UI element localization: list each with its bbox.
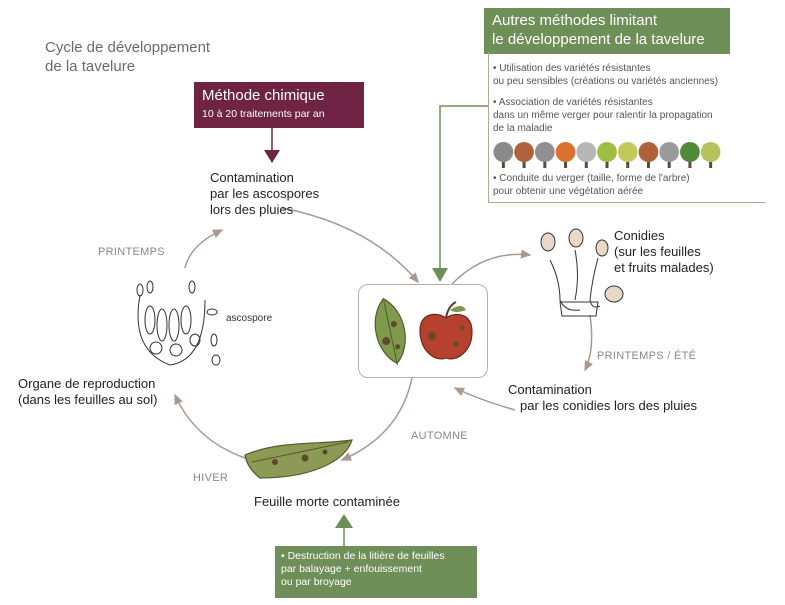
tree-icon [597, 142, 617, 168]
contamination-conidies-label: Contamination par les conidies lors des … [508, 382, 698, 413]
method-bullet-3: • Conduite du verger (taille, forme de l… [493, 173, 690, 197]
season-hiver: HIVER [193, 472, 229, 484]
infected-plant-box [358, 284, 488, 378]
conidies-label: Conidies (sur les feuilles et fruits mal… [614, 228, 714, 275]
tree-icon [555, 142, 576, 168]
arrow-asco-to-center [281, 207, 419, 284]
season-automne: AUTOMNE [411, 430, 468, 442]
tree-icon [617, 142, 638, 168]
season-printemps-ete: PRINTEMPS / ÉTÉ [597, 350, 697, 362]
tree-icon [700, 142, 721, 168]
chemical-method-sub: 10 à 20 traitements par an [202, 108, 325, 120]
other-methods-header: Autres méthodes limitant le développemen… [484, 8, 730, 54]
arrow-center-to-conidies [451, 249, 532, 285]
tree-icon [514, 142, 534, 168]
apple-icon [419, 301, 473, 360]
chemical-method-box: Méthode chimique 10 à 20 traitements par… [194, 82, 364, 128]
tree-icon [576, 142, 597, 168]
tree-icon [680, 142, 700, 168]
dead-leaf-label: Feuille morte contaminée [254, 494, 400, 509]
perithecium-icon [136, 280, 221, 366]
chemical-method-heading: Méthode chimique [202, 87, 325, 104]
diagram-title: Cycle de développement de la tavelure [45, 39, 211, 75]
conidia-icon [540, 228, 624, 317]
destruction-box: • Destruction de la litière de feuilles … [275, 546, 477, 598]
chemical-arrow-head [264, 150, 280, 163]
organe-label: Organe de reproduction (dans les feuille… [18, 376, 158, 407]
tree-icon [534, 142, 555, 168]
dead-leaf-icon [244, 439, 353, 479]
season-printemps: PRINTEMPS [98, 246, 165, 258]
arrow-contam-to-center [453, 387, 516, 411]
tree-icon [638, 142, 659, 168]
other-methods-panel [488, 52, 765, 203]
tree-varieties-row [493, 142, 721, 168]
leaf-icon [374, 297, 406, 366]
method-bullet-2: • Association de variétés résistantes da… [493, 97, 713, 134]
arrow-organe-to-asco [184, 229, 224, 269]
arrow-conidies-to-contam [584, 314, 594, 372]
ascospore-label: ascospore [226, 313, 273, 324]
method-bullet-1: • Utilisation des variétés résistantes o… [493, 63, 719, 87]
arrow-center-to-leaf [340, 377, 413, 461]
destruction-arrow-head [335, 514, 353, 528]
contamination-ascospores-label: Contamination par les ascospores lors de… [210, 170, 320, 217]
tree-icon [659, 142, 680, 168]
tree-icon [493, 142, 514, 168]
arrow-leaf-to-organe [174, 393, 246, 459]
methods-arrow-head [432, 268, 448, 282]
